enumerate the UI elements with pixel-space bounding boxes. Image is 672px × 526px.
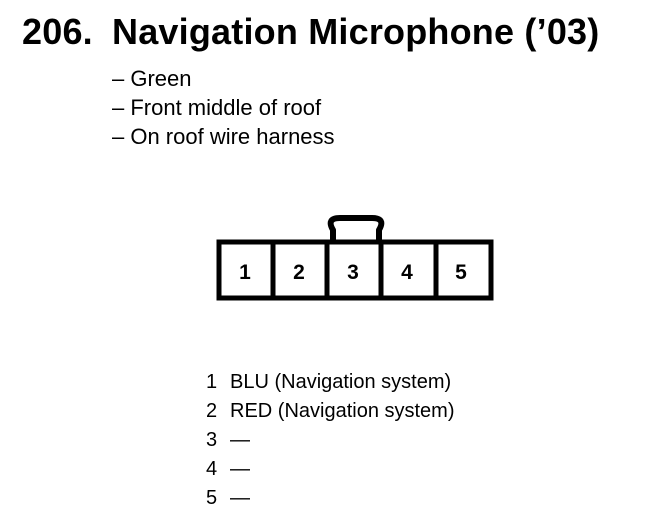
cavity-label-5: 5: [455, 261, 467, 284]
cavity-label-3: 3: [347, 261, 359, 284]
pin-number: 2: [206, 400, 218, 422]
pinout-row: 5—: [206, 484, 455, 513]
pin-number: 5: [206, 487, 218, 509]
cavity-label-4: 4: [401, 261, 413, 284]
cavity-label-1: 1: [239, 261, 251, 284]
page-title: 206. Navigation Microphone (’03): [22, 12, 599, 52]
section-number: 206.: [22, 11, 93, 52]
detail-location: – Front middle of roof: [112, 95, 322, 120]
connector-lock-tab: [327, 215, 385, 240]
connector-housing: [216, 239, 494, 301]
pin-description: —: [230, 429, 250, 451]
pin-number: 3: [206, 429, 218, 451]
section-title: Navigation Microphone (’03): [112, 11, 600, 52]
pin-number: 1: [206, 371, 218, 393]
pin-description: —: [230, 458, 250, 480]
detail-harness: – On roof wire harness: [112, 124, 335, 149]
pin-number: 4: [206, 458, 218, 480]
pinout-list: 1 BLU (Navigation system) 2 RED (Navigatio…: [206, 368, 455, 513]
pin-description: BLU (Navigation system): [230, 371, 452, 393]
connector-details: – Green – Front middle of roof – On roof…: [112, 64, 335, 151]
pinout-row: 3—: [206, 426, 455, 455]
pin-description: —: [230, 487, 250, 509]
pinout-row: 4—: [206, 455, 455, 484]
pin-description: RED (Navigation system): [230, 400, 455, 422]
detail-color: – Green: [112, 66, 192, 91]
cavity-label-2: 2: [293, 261, 305, 284]
pinout-row: 2 RED (Navigation system): [206, 397, 455, 426]
pinout-row: 1 BLU (Navigation system): [206, 368, 455, 397]
